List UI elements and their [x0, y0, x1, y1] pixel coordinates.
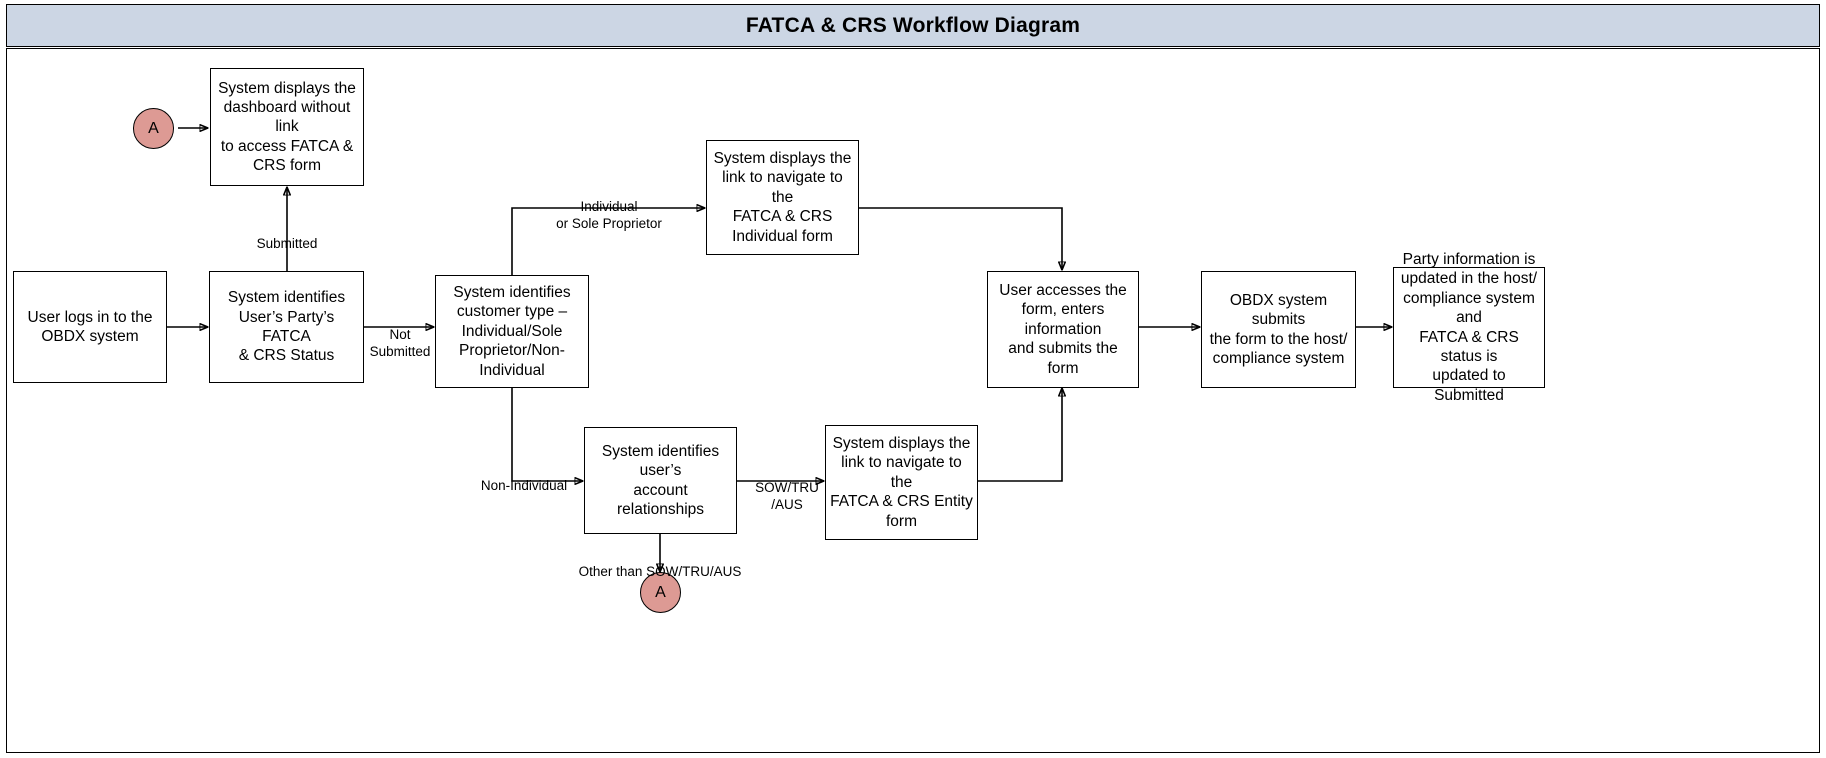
- connector-circle-a-bottom-label: A: [655, 583, 666, 601]
- node-identify-status-label: System identifies User’s Party’s FATCA &…: [227, 289, 346, 365]
- edge-label-individual-or-sole-proprietor-text: Individual or Sole Proprietor: [556, 199, 662, 231]
- edge-label-submitted-text: Submitted: [256, 236, 318, 252]
- diagram-title-bar: FATCA & CRS Workflow Diagram: [6, 4, 1820, 47]
- edge-label-other-than-sow-tru-aus: Other than SOW/TRU/AUS: [560, 548, 760, 581]
- node-obdx-submits[interactable]: OBDX system submits the form to the host…: [1201, 271, 1356, 388]
- edge-label-individual-or-sole-proprietor: Individual or Sole Proprietor: [516, 183, 702, 232]
- connector-circle-a-top[interactable]: A: [133, 108, 174, 149]
- edge-label-non-individual-text: Non-Individual: [480, 478, 568, 494]
- connector-circle-a-top-label: A: [148, 119, 159, 137]
- edge-label-sow-tru-aus: SOW/TRU /AUS: [752, 464, 822, 513]
- edge-label-submitted: Submitted: [236, 220, 338, 253]
- node-login[interactable]: User logs in to the OBDX system: [13, 271, 167, 383]
- page-title: FATCA & CRS Workflow Diagram: [745, 13, 1081, 37]
- edge-label-non-individual: Non-Individual: [468, 462, 580, 495]
- node-login-label: User logs in to the OBDX system: [27, 308, 153, 345]
- edge-label-sow-tru-aus-text: SOW/TRU /AUS: [755, 480, 819, 512]
- node-account-relationships-label: System identifies user’s account relatio…: [601, 442, 720, 518]
- edge-label-not-submitted-text: Not Submitted: [369, 327, 431, 359]
- node-identify-status[interactable]: System identifies User’s Party’s FATCA &…: [209, 271, 364, 383]
- node-entity-form-link[interactable]: System displays the link to navigate to …: [825, 425, 978, 540]
- node-user-submits-form[interactable]: User accesses the form, enters informati…: [987, 271, 1139, 388]
- node-obdx-submits-label: OBDX system submits the form to the host…: [1209, 291, 1348, 367]
- node-customer-type-label: System identifies customer type – Indivi…: [453, 284, 571, 379]
- node-dashboard-no-link[interactable]: System displays the dashboard without li…: [210, 68, 364, 186]
- node-individual-form-link-label: System displays the link to navigate to …: [713, 150, 852, 245]
- node-dashboard-no-link-label: System displays the dashboard without li…: [218, 79, 356, 175]
- connector-circle-a-bottom[interactable]: A: [640, 572, 681, 613]
- node-party-updated[interactable]: Party information is updated in the host…: [1393, 251, 1545, 404]
- edge-label-other-than-sow-tru-aus-text: Other than SOW/TRU/AUS: [578, 564, 742, 580]
- node-user-submits-form-label: User accesses the form, enters informati…: [999, 282, 1127, 377]
- node-individual-form-link[interactable]: System displays the link to navigate to …: [706, 140, 859, 255]
- node-party-updated-label: Party information is updated in the host…: [1400, 251, 1538, 404]
- edge-label-not-submitted: Not Submitted: [366, 311, 434, 360]
- node-customer-type[interactable]: System identifies customer type – Indivi…: [435, 275, 589, 388]
- node-account-relationships[interactable]: System identifies user’s account relatio…: [584, 427, 737, 534]
- node-entity-form-link-label: System displays the link to navigate to …: [830, 435, 973, 530]
